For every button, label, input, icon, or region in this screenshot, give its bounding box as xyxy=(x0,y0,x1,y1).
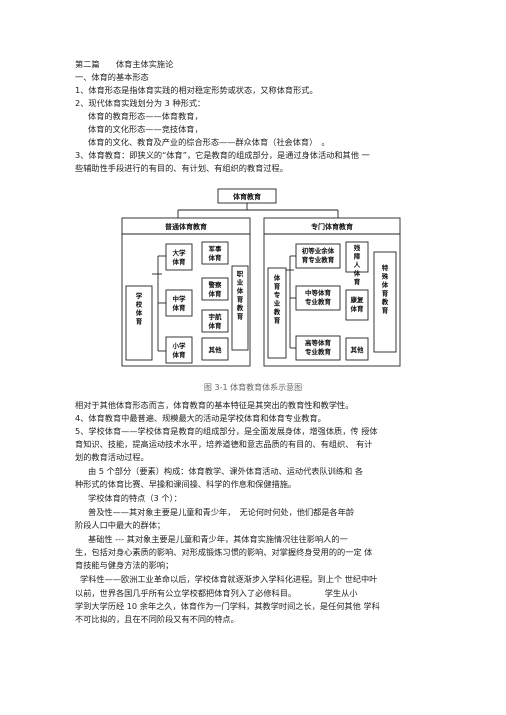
diagram-vocational-label: 职业体育教育 xyxy=(236,269,244,321)
diagram-military-label: 军事体育 xyxy=(209,244,223,262)
education-system-diagram: 体育教育 普通体育教育 专门体育教育 学校体育 大学体育 中学体育 小学体育 军… xyxy=(121,188,401,367)
chapter-title: 第二篇 体育主体实施论 xyxy=(75,59,174,69)
diagram-other-left-label: 其他 xyxy=(209,345,223,354)
paragraph-line: 学校体育的特点（3 个）： xyxy=(88,493,182,503)
diagram-secondary-label: 中等体育专业教育 xyxy=(305,288,332,306)
diagram-other-right-label: 其他 xyxy=(351,345,365,354)
diagram-special-sports-label: 特殊体育教育 xyxy=(381,263,389,315)
paragraph-line: 学科性——欧洲工业革命以后，学校体育就逐渐步入学科化进程。到上个 世纪中叶 xyxy=(80,574,378,584)
paragraph-line: 育技能与健身方法的影响； xyxy=(75,560,174,570)
figure-caption: 图 3-1 体育教育体系示意图 xyxy=(203,383,303,392)
paragraph-line: 4、体育教育中最普遍、规模最大的活动是学校体育和体育专业教育。 xyxy=(75,413,326,423)
paragraph-line: 由 5 个部分（要素）构成：体育教学、课外体育活动、运动代表队训练和 各 xyxy=(88,466,364,476)
diagram-police-label: 警察体育 xyxy=(209,280,223,298)
diagram-aerospace-label: 宇航体育 xyxy=(209,312,223,330)
paragraph-line: 2、现代体育实践划分为 3 种形式： xyxy=(75,98,206,108)
diagram-rehab-label: 康复体育 xyxy=(351,295,365,313)
diagram-general-label: 普通体育教育 xyxy=(165,222,207,231)
paragraph-line: 体育的文化形态——竞技体育， xyxy=(88,124,203,134)
diagram-middle-label: 中学体育 xyxy=(173,294,187,312)
paragraph-line: 生，包括对身心素质的影响、对形成锻炼习惯的影响、对掌握终身受用的的一定 体 xyxy=(75,547,373,557)
section-heading: 一、体育的基本形态 xyxy=(75,72,149,82)
diagram-school-label: 学校体育 xyxy=(136,291,143,326)
paragraph-line: 相对于其他体育形态而言，体育教育的基本特征是其突出的教育性和教学性。 xyxy=(75,400,354,410)
paragraph-line: 1、体育形态是指体育实践的相对稳定形势或状态，又称体育形式。 xyxy=(75,85,318,95)
paragraph-line: 普及性——其对象主要是儿童和青少年， 无论何时何处，他们都是各年龄 xyxy=(88,507,355,517)
paragraph-line: 基础性 --- 其对象主要是儿童和青少年，其体育实施情况往往影响人的一 xyxy=(88,534,348,544)
paragraph-line: 以前，世界各国几乎所有公立学校都把体育列入了必修科目。 学生从小 xyxy=(75,588,358,598)
paragraph-line: 体育的教育形态——体育教育， xyxy=(88,111,203,121)
paragraph-line: 育知识、技能，提高运动技术水平，培养道德和意志品质的有目的、有组织、 有计 xyxy=(75,439,373,449)
diagram-amateur-label: 初等业余体育专业教育 xyxy=(302,246,335,264)
diagram-pro-label: 体育专业教育 xyxy=(273,273,281,325)
paragraph-line: 种形式的体育比赛、早操和课间操、科学的作息和保健措施。 xyxy=(75,479,297,489)
paragraph-line: 不可比拟的，且在不同阶段又有不同的特点。 xyxy=(75,614,239,624)
paragraph-line: 些辅助性手段进行的有目的、有计划、有组织的教育过程。 xyxy=(75,163,288,173)
paragraph-line: 学到大学历经 10 余年之久，体育作为一门学科，其教学时间之长，是任何其他 学科 xyxy=(75,601,380,611)
diagram-university-label: 大学体育 xyxy=(173,248,187,266)
diagram-root-label: 体育教育 xyxy=(233,192,261,201)
diagram-higher-label: 高等体育专业教育 xyxy=(305,338,332,356)
diagram-disabled-label: 残障人体育 xyxy=(354,243,361,286)
paragraph-line: 3、体育教育：即狭义的“体育”，它是教育的组成部分，是通过身体活动和其他 一 xyxy=(75,150,370,160)
diagram-special-label: 专门体育教育 xyxy=(311,222,353,231)
diagram-primary-label: 小学体育 xyxy=(172,341,187,359)
paragraph-line: 阶段人口中最大的群体； xyxy=(75,520,166,530)
paragraph-line: 划的教育活动过程。 xyxy=(75,452,149,462)
paragraph-line: 5、学校体育——学校体育是教育的组成部分，是全面发展身体，增强体质，传 授体 xyxy=(75,426,378,436)
paragraph-line: 体育的文化、教育及产业的综合形态——群众体育（社会体育） 。 xyxy=(88,137,330,147)
